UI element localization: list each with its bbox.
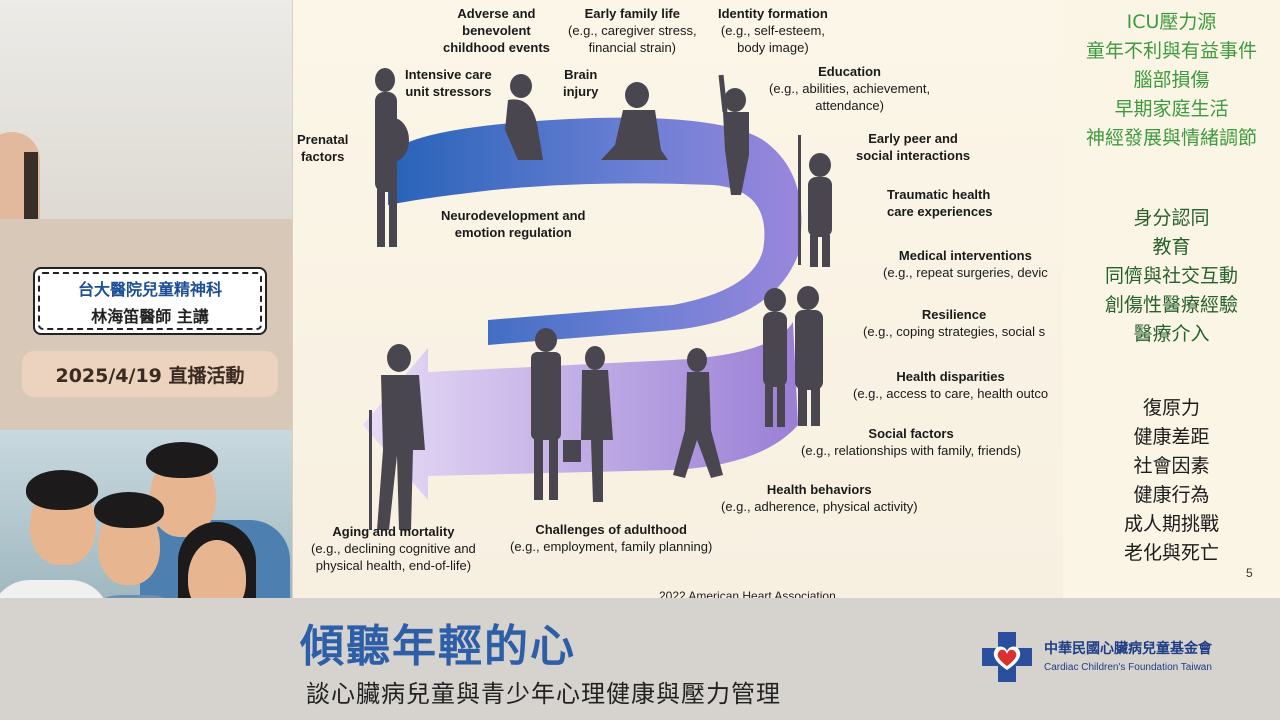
label-disparities: Health disparities(e.g., access to care,… [853,369,1049,401]
label-aging: Aging and mortality(e.g., declining cogn… [311,524,476,573]
zh-group-1: ICU壓力源 童年不利與有益事件 腦部損傷 早期家庭生活 神經發展與情緒調節 [1085,11,1257,149]
label-early-family: Early family life(e.g., caregiver stress… [568,6,697,55]
foundation-name-zh: 中華民國心臟病兒童基金會 [1044,641,1212,657]
copyright-text: 2022 American Heart Association [659,589,836,598]
label-education: Education(e.g., abilities, achievement,a… [769,64,931,113]
banner-title: 傾聽年輕的心 [300,621,576,672]
presenter-webcam [0,0,292,219]
heart-cross-icon [982,632,1032,682]
label-adulthood: Challenges of adulthood(e.g., employment… [510,522,713,554]
label-social: Social factors(e.g., relationships with … [801,426,1022,458]
label-medical: Medical interventions(e.g., repeat surge… [883,248,1048,280]
label-resilience: Resilience(e.g., coping strategies, soci… [863,307,1046,339]
zh-group-2: 身分認同 教育 同儕與社交互動 創傷性醫療經驗 醫療介入 [1104,207,1238,345]
speaker-card: 台大醫院兒童精神科 林海笛醫師 主講 [33,267,267,335]
event-date: 2025/4/19 直播活動 [22,351,278,397]
chinese-notes: ICU壓力源 童年不利與有益事件 腦部損傷 早期家庭生活 神經發展與情緒調節 身… [1063,0,1280,598]
slide-number: 5 [1246,566,1253,580]
hospital-label: 台大醫院兒童精神科 [77,279,222,299]
speaker-label: 林海笛醫師 主講 [91,306,209,326]
bottom-banner: 傾聽年輕的心 談心臟病兒童與青少年心理健康與壓力管理 中華民國心臟病兒童基金會 … [0,598,1280,720]
label-identity: Identity formation(e.g., self-esteem,bod… [718,6,828,55]
banner-subtitle: 談心臟病兒童與青少年心理健康與壓力管理 [306,680,781,708]
foundation-logo-block: 中華民國心臟病兒童基金會 Cardiac Children's Foundati… [980,628,1270,686]
zh-group-3: 復原力 健康差距 社會因素 健康行為 成人期挑戰 老化與死亡 [1123,397,1219,564]
label-behaviors: Health behaviors(e.g., adherence, physic… [721,482,918,514]
foundation-name-en: Cardiac Children's Foundation Taiwan [1044,662,1212,673]
lifecourse-arrow [363,68,832,530]
silhouette-group [369,68,832,530]
